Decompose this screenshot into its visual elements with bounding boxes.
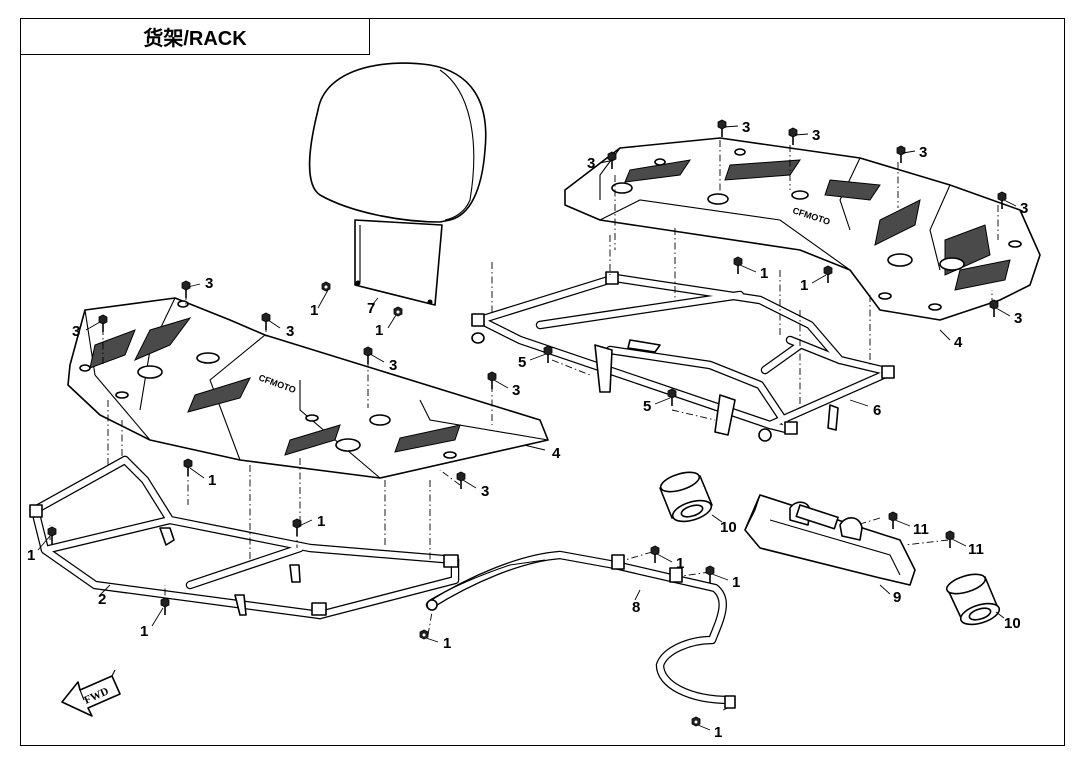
callout-3: 3 <box>1014 310 1022 327</box>
callout-3: 3 <box>919 144 927 161</box>
callout-1: 1 <box>317 513 325 530</box>
headrest-part-7 <box>308 62 487 306</box>
assembly-lines <box>49 140 999 711</box>
callout-1: 1 <box>676 555 684 572</box>
right-frame-part-6 <box>471 271 895 442</box>
callout-6: 6 <box>873 402 881 419</box>
callout-11: 11 <box>913 521 929 538</box>
callout-3: 3 <box>812 127 820 144</box>
fwd-direction-arrow: FWD <box>61 669 121 717</box>
callout-5: 5 <box>643 398 651 415</box>
callout-5: 5 <box>518 354 526 371</box>
bracket-part-9 <box>744 494 916 586</box>
leader-lines <box>37 125 1017 731</box>
callout-3: 3 <box>587 155 595 172</box>
callout-1: 1 <box>140 623 148 640</box>
right-rack-part-4: CFMOTO <box>564 137 1041 321</box>
callout-3: 3 <box>481 483 489 500</box>
callout-3: 3 <box>72 323 80 340</box>
callout-1: 1 <box>27 547 35 564</box>
callout-3: 3 <box>389 357 397 374</box>
title-box: 货架/RACK <box>20 18 370 55</box>
callout-3: 3 <box>512 382 520 399</box>
callout-1: 1 <box>443 635 451 652</box>
sleeve-part-10-b <box>945 573 1001 626</box>
diagram-border <box>20 18 1065 746</box>
callout-10: 10 <box>720 519 737 536</box>
callout-4: 4 <box>954 334 963 351</box>
callout-3: 3 <box>1020 200 1028 217</box>
callout-1: 1 <box>800 277 808 294</box>
grab-bar-part-8 <box>425 550 736 709</box>
callout-4: 4 <box>552 445 561 462</box>
callout-3: 3 <box>205 275 213 292</box>
callout-3: 3 <box>742 119 750 136</box>
callout-7: 7 <box>367 300 375 317</box>
callouts: 3 3 3 3 3 3 3 3 3 3 3 3 1 1 1 1 1 1 1 1 … <box>27 119 1028 741</box>
callout-8: 8 <box>632 599 640 616</box>
callout-3: 3 <box>286 323 294 340</box>
callout-9: 9 <box>893 589 901 606</box>
callout-1: 1 <box>760 265 768 282</box>
callout-1: 1 <box>714 724 722 741</box>
callout-1: 1 <box>732 574 740 591</box>
callout-1: 1 <box>375 322 383 339</box>
left-frame-part-2 <box>29 455 460 620</box>
callout-10: 10 <box>1004 615 1021 632</box>
callout-11: 11 <box>968 541 984 558</box>
left-rack-part-4: CFMOTO <box>67 297 549 479</box>
sleeve-part-10-a <box>659 471 713 523</box>
callout-2: 2 <box>98 591 106 608</box>
callout-1: 1 <box>310 302 318 319</box>
callout-1: 1 <box>208 472 216 489</box>
page-title: 货架/RACK <box>143 28 247 50</box>
